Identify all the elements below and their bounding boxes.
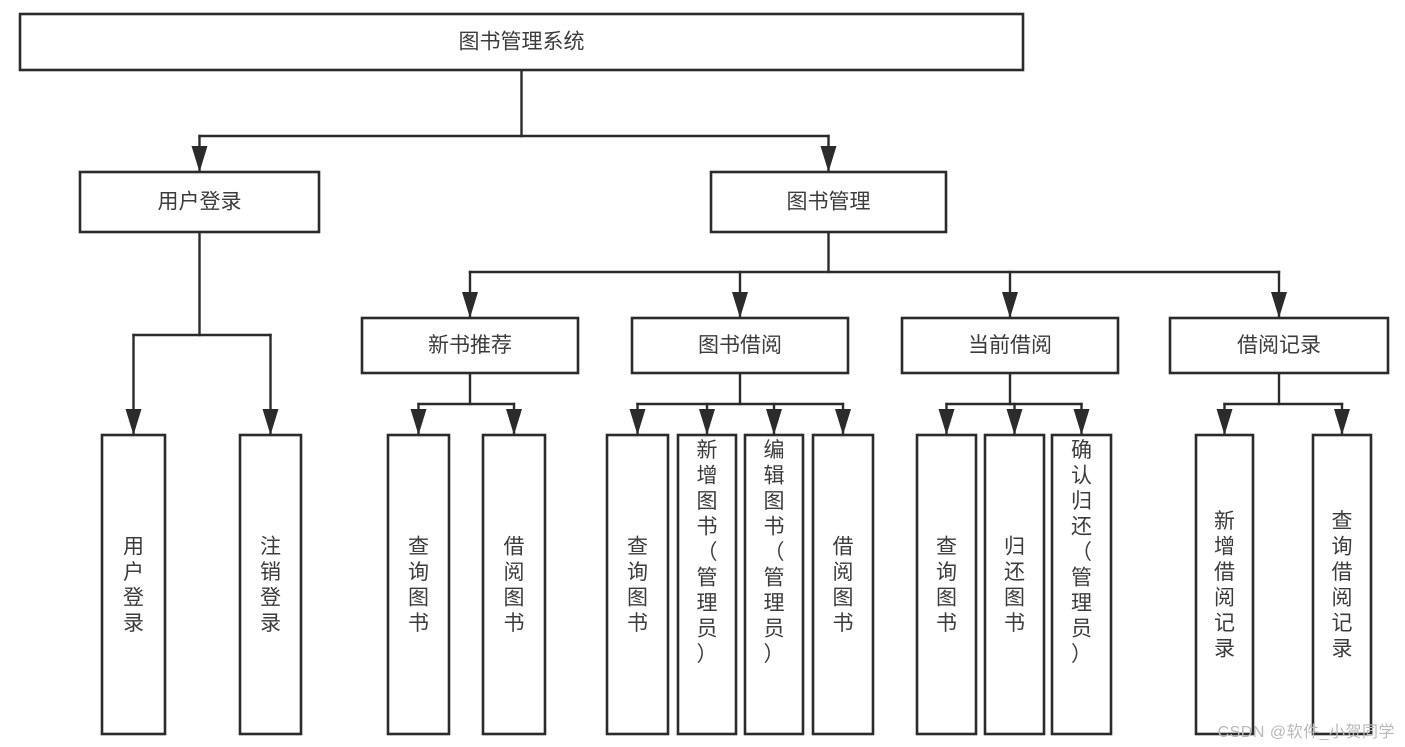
arrow-head-icon-leaf-borrow-book-2: [835, 409, 851, 435]
node-label-leaf-add-book: 新增图书（管理员）: [697, 439, 718, 666]
node-box-leaf-confirm-return: [1050, 433, 1113, 736]
node-box-root: [18, 12, 1025, 72]
node-leaf-user-logout[interactable]: 注销登录: [238, 433, 303, 736]
arrow-head-icon-leaf-edit-book: [766, 409, 782, 435]
arrow-head-icon-user-login: [191, 146, 208, 172]
arrow-head-icon-book-management: [820, 146, 837, 172]
node-leaf-add-record[interactable]: 新增借阅记录: [1194, 433, 1255, 736]
node-root[interactable]: 图书管理系统: [18, 12, 1025, 72]
node-leaf-query-book-3[interactable]: 查询图书: [915, 433, 978, 736]
arrow-head-icon-leaf-user-logout: [262, 409, 279, 435]
node-label-leaf-confirm-return: 确认归还（管理员）: [1071, 439, 1092, 666]
arrow-head-icon-leaf-add-record: [1216, 409, 1233, 435]
node-box-leaf-return-book: [983, 433, 1046, 736]
arrow-head-icon-leaf-query-record: [1334, 409, 1350, 435]
node-new-book-recommend[interactable]: 新书推荐: [360, 316, 580, 375]
node-book-borrow[interactable]: 图书借阅: [630, 316, 850, 375]
node-box-new-book-recommend: [360, 316, 580, 375]
node-box-leaf-borrow-book-2: [811, 433, 875, 736]
node-label-book-management: 图书管理: [787, 191, 871, 214]
node-box-current-borrow: [900, 316, 1120, 375]
arrow-head-icon-leaf-query-book-1: [410, 409, 427, 435]
node-box-leaf-add-record: [1194, 433, 1255, 736]
node-box-leaf-borrow-book-1: [481, 433, 547, 736]
node-label-user-login: 用户登录: [158, 191, 242, 214]
node-box-book-borrow: [630, 316, 850, 375]
node-label-new-book-recommend: 新书推荐: [428, 334, 512, 357]
node-label-root: 图书管理系统: [459, 31, 585, 54]
node-label-leaf-borrow-book-1: 借阅图书: [504, 536, 525, 636]
node-leaf-confirm-return[interactable]: 确认归还（管理员）: [1050, 433, 1113, 736]
arrow-head-icon-leaf-borrow-book-1: [506, 409, 522, 435]
node-box-borrow-records: [1168, 316, 1390, 375]
node-box-leaf-query-book-3: [915, 433, 978, 736]
node-label-leaf-user-login: 用户登录: [123, 536, 144, 636]
node-leaf-query-book-2[interactable]: 查询图书: [605, 433, 670, 736]
arrow-head-icon-current-borrow: [1002, 292, 1018, 318]
node-box-leaf-user-login: [100, 433, 167, 736]
arrow-head-icon-leaf-return-book: [1006, 409, 1023, 435]
node-label-leaf-add-record: 新增借阅记录: [1214, 510, 1235, 661]
arrow-head-icon-leaf-user-login: [125, 409, 142, 435]
node-label-leaf-edit-book: 编辑图书（管理员）: [764, 439, 785, 666]
node-box-leaf-query-book-1: [386, 433, 451, 736]
node-label-leaf-borrow-book-2: 借阅图书: [833, 536, 854, 636]
node-box-leaf-add-book: [676, 433, 738, 736]
node-book-management[interactable]: 图书管理: [709, 170, 948, 234]
node-label-leaf-query-book-2: 查询图书: [627, 536, 648, 636]
node-label-current-borrow: 当前借阅: [968, 334, 1052, 357]
node-leaf-return-book[interactable]: 归还图书: [983, 433, 1046, 736]
arrow-head-icon-leaf-query-book-3: [938, 409, 955, 435]
node-layer: 图书管理系统用户登录用户登录注销登录图书管理新书推荐查询图书借阅图书图书借阅查询…: [18, 12, 1390, 736]
node-box-leaf-user-logout: [238, 433, 303, 736]
node-leaf-edit-book[interactable]: 编辑图书（管理员）: [743, 433, 805, 736]
arrow-head-icon-leaf-query-book-2: [629, 409, 646, 435]
node-leaf-user-login[interactable]: 用户登录: [100, 433, 167, 736]
node-box-leaf-query-book-2: [605, 433, 670, 736]
node-leaf-query-record[interactable]: 查询借阅记录: [1311, 433, 1373, 736]
arrow-head-icon-book-borrow: [732, 292, 748, 318]
node-leaf-borrow-book-2[interactable]: 借阅图书: [811, 433, 875, 736]
node-current-borrow[interactable]: 当前借阅: [900, 316, 1120, 375]
arrow-head-icon-borrow-records: [1271, 292, 1287, 318]
watermark-label: CSDN @软件_小贺同学: [1217, 724, 1395, 741]
arrow-head-icon-new-book-recommend: [462, 292, 478, 318]
node-box-book-management: [709, 170, 948, 234]
node-box-leaf-query-record: [1311, 433, 1373, 736]
node-leaf-add-book[interactable]: 新增图书（管理员）: [676, 433, 738, 736]
arrow-head-icon-leaf-confirm-return: [1073, 409, 1090, 435]
node-box-user-login: [78, 170, 321, 234]
connector-layer: [125, 68, 1350, 436]
node-leaf-query-book-1[interactable]: 查询图书: [386, 433, 451, 736]
node-label-leaf-user-logout: 注销登录: [260, 536, 281, 636]
node-box-leaf-edit-book: [743, 433, 805, 736]
node-label-leaf-query-record: 查询借阅记录: [1332, 510, 1353, 661]
node-label-leaf-query-book-1: 查询图书: [408, 536, 429, 636]
node-label-borrow-records: 借阅记录: [1237, 334, 1321, 357]
node-leaf-borrow-book-1[interactable]: 借阅图书: [481, 433, 547, 736]
node-user-login[interactable]: 用户登录: [78, 170, 321, 234]
node-borrow-records[interactable]: 借阅记录: [1168, 316, 1390, 375]
node-label-leaf-query-book-3: 查询图书: [936, 536, 957, 636]
arrow-head-icon-leaf-add-book: [699, 409, 715, 435]
node-label-book-borrow: 图书借阅: [698, 334, 782, 357]
node-label-leaf-return-book: 归还图书: [1004, 536, 1025, 636]
